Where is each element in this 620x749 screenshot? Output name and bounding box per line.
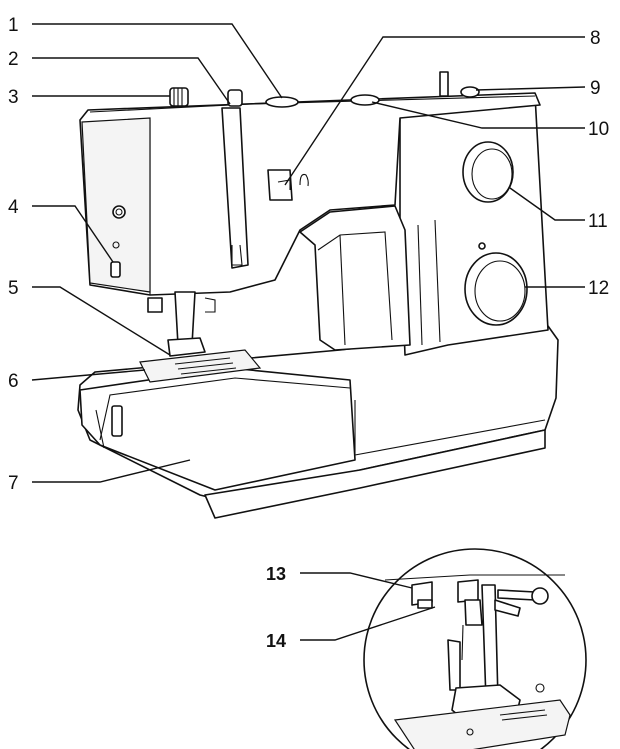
callout-labels: 1 2 3 4 5 6 7 8 9 10 11 12 13 14 bbox=[8, 15, 609, 651]
detail-clamp-screw bbox=[417, 599, 433, 609]
spool-pin-recess bbox=[265, 96, 299, 108]
dial-marker-2 bbox=[478, 242, 486, 250]
callout-11: 11 bbox=[588, 211, 608, 232]
take-up-lever bbox=[221, 107, 249, 269]
machine-arm bbox=[79, 92, 541, 296]
leader-line-6 bbox=[31, 369, 146, 381]
callout-8: 8 bbox=[590, 28, 601, 49]
bobbin-stopper-icon bbox=[460, 86, 480, 98]
callout-7: 7 bbox=[8, 473, 19, 494]
thread-guide bbox=[267, 169, 293, 201]
callout-10: 10 bbox=[588, 119, 609, 140]
spool-pin-icon bbox=[439, 71, 449, 97]
leader-line-4 bbox=[32, 205, 114, 263]
leader-line-11 bbox=[509, 187, 585, 221]
bobbin-winder-icon bbox=[350, 94, 380, 106]
callout-1: 1 bbox=[8, 15, 19, 36]
callout-9: 9 bbox=[590, 78, 601, 99]
needle-bar bbox=[174, 291, 196, 346]
callout-2: 2 bbox=[8, 49, 19, 70]
head-front-panel bbox=[81, 117, 151, 293]
table-latch bbox=[111, 405, 123, 437]
tension-dial-icon bbox=[169, 87, 189, 107]
stitch-length-dial bbox=[462, 141, 514, 203]
callout-5: 5 bbox=[8, 278, 19, 299]
sewing-machine-illustration bbox=[77, 71, 587, 749]
presser-foot-detail-inset bbox=[363, 548, 587, 749]
pattern-selector-dial bbox=[464, 252, 528, 326]
callout-12: 12 bbox=[588, 278, 609, 299]
extension-table bbox=[79, 367, 356, 491]
needle-clamp bbox=[147, 297, 163, 313]
leader-line-8 bbox=[284, 36, 585, 186]
callout-14: 14 bbox=[266, 631, 286, 651]
callout-13: 13 bbox=[266, 564, 286, 584]
leader-line-7 bbox=[32, 459, 191, 483]
callout-6: 6 bbox=[8, 371, 19, 392]
leader-line-13 bbox=[300, 572, 413, 589]
leader-line-14 bbox=[300, 606, 436, 641]
leader-line-9 bbox=[475, 86, 586, 91]
arm-arch bbox=[299, 205, 411, 351]
leader-line-2 bbox=[32, 57, 231, 105]
leader-line-1 bbox=[32, 23, 283, 99]
presser-foot bbox=[167, 337, 206, 357]
detail-screw-knob bbox=[531, 587, 549, 605]
leader-line-10 bbox=[371, 101, 585, 129]
callout-3: 3 bbox=[8, 87, 19, 108]
thread-cutter-icon bbox=[110, 261, 121, 278]
machine-pillar bbox=[399, 94, 549, 356]
leader-line-5 bbox=[32, 286, 171, 356]
light-switch-icon bbox=[112, 205, 126, 219]
machine-foot bbox=[204, 429, 546, 519]
thread-guide-post bbox=[227, 89, 243, 107]
callout-lines bbox=[31, 23, 586, 641]
callout-4: 4 bbox=[8, 197, 19, 218]
